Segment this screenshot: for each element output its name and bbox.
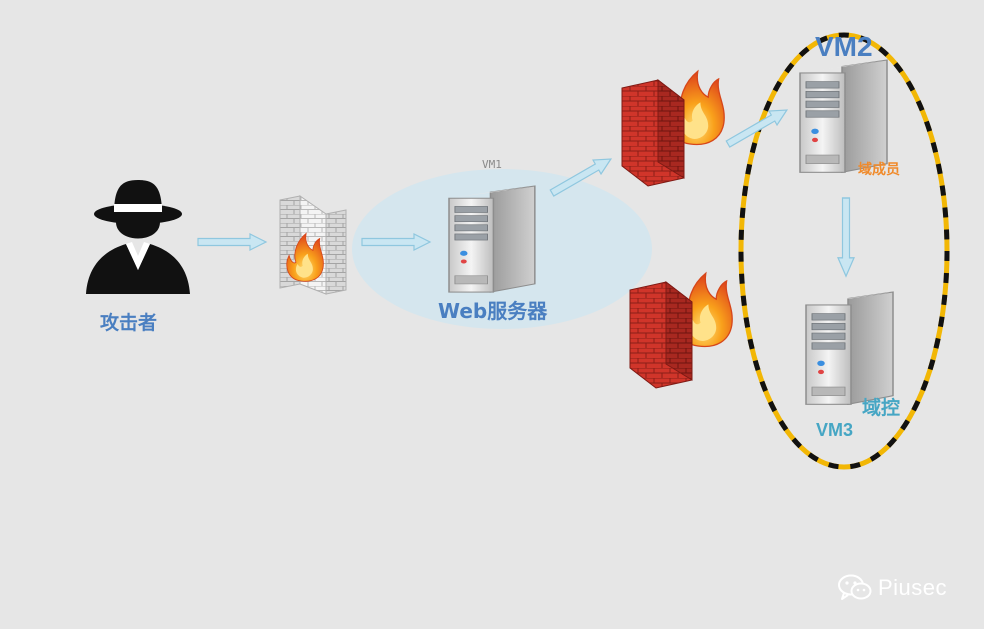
domain-member-server-icon	[799, 59, 888, 174]
firewall-1-icon	[279, 195, 347, 295]
domain-zone-ring-dashes	[738, 32, 950, 470]
attacker-icon	[86, 180, 190, 294]
web-server-label: Web服务器	[438, 299, 548, 323]
domain-member-label: 域成员	[858, 162, 900, 178]
watermark: Piusec	[838, 574, 947, 602]
arrow-attacker-to-firewall	[197, 233, 267, 251]
vm3-label: VM3	[816, 420, 854, 440]
arrow-firewall-to-domain-member	[723, 102, 792, 152]
arrow-domain-member-to-controller	[837, 197, 855, 277]
firewall-3-icon	[629, 272, 733, 389]
vm1-label: VM1	[482, 158, 502, 171]
wechat-icon	[838, 574, 872, 600]
watermark-text: Piusec	[878, 575, 948, 600]
attacker-label: 攻击者	[100, 312, 158, 334]
web-server-icon	[448, 185, 536, 293]
domain-controller-label: 域控	[862, 397, 901, 419]
domain-controller-server-icon	[805, 291, 894, 406]
vm2-label: VM2	[815, 31, 873, 62]
firewall-2-icon	[621, 70, 725, 187]
